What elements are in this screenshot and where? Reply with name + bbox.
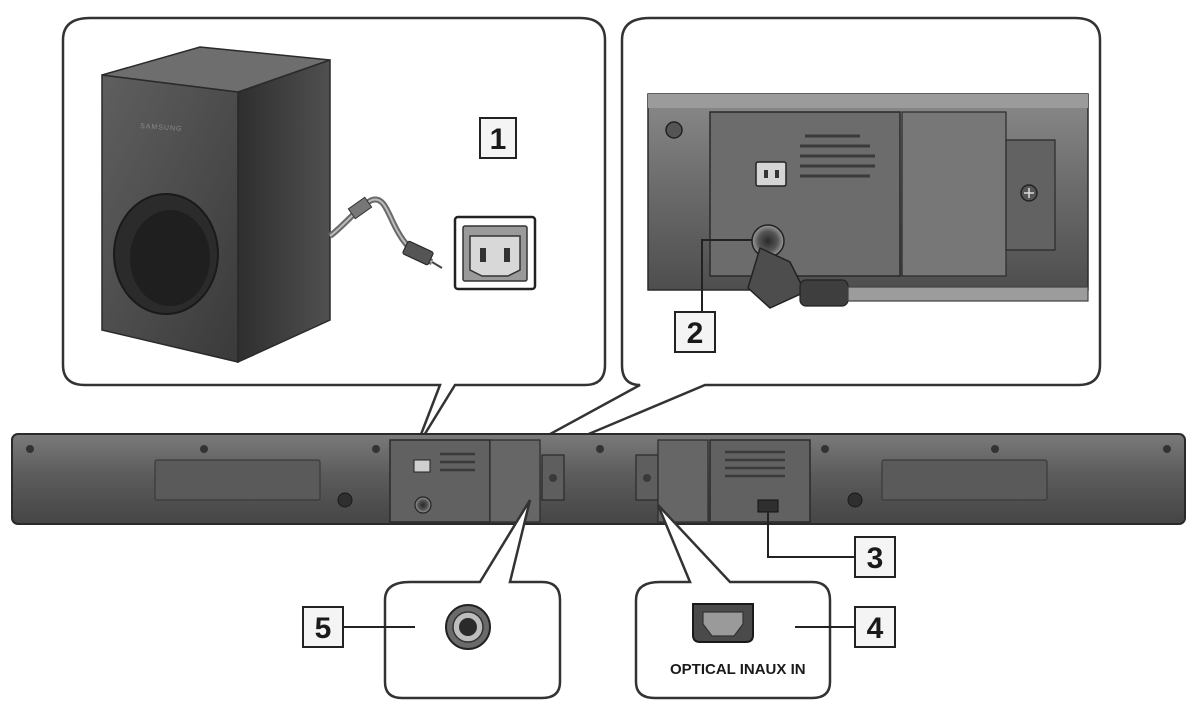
subwoofer-power-cord bbox=[328, 196, 443, 269]
soundbar-dc-jack bbox=[414, 496, 432, 514]
callout-3-number: 3 bbox=[867, 542, 884, 575]
callout-4: 4 bbox=[795, 606, 896, 648]
screw-icon bbox=[991, 445, 999, 453]
soundbar-vent-left bbox=[440, 452, 475, 472]
screw-icon bbox=[821, 445, 829, 453]
soundbar-service-port bbox=[757, 499, 779, 513]
dc-plug bbox=[747, 246, 807, 309]
screw-icon bbox=[200, 445, 208, 453]
screw-icon bbox=[596, 445, 604, 453]
soundbar bbox=[11, 433, 1186, 525]
dc-cable bbox=[847, 286, 1089, 302]
callout-2: 2 bbox=[674, 239, 752, 353]
soundbar-power-inlet bbox=[413, 459, 431, 473]
screw-icon bbox=[26, 445, 34, 453]
soundbar-closeup bbox=[647, 93, 1089, 309]
soundbar-vent-right bbox=[725, 450, 785, 478]
vent-grille bbox=[800, 134, 875, 178]
screw-icon bbox=[1163, 445, 1171, 453]
callout-2-number: 2 bbox=[687, 317, 704, 350]
optical-aux-caption: OPTICAL INAUX IN bbox=[670, 661, 806, 678]
optical-in-port bbox=[692, 603, 754, 643]
aux-inset-panel bbox=[383, 499, 562, 700]
power-inlet-port bbox=[453, 215, 537, 291]
small-inlet-icon bbox=[755, 161, 787, 187]
callout-3: 3 bbox=[767, 512, 896, 578]
callout-5: 5 bbox=[302, 606, 415, 648]
callout-1-number: 1 bbox=[490, 123, 507, 156]
power-plug bbox=[402, 240, 434, 266]
subwoofer-brand-label: SAMSUNG bbox=[140, 123, 183, 133]
callout-4-number: 4 bbox=[867, 612, 884, 645]
optical-inset-panel: OPTICAL INAUX IN bbox=[634, 504, 832, 700]
screw-icon bbox=[665, 121, 683, 139]
subwoofer: SAMSUNG bbox=[101, 46, 331, 364]
callout-1: 1 bbox=[479, 117, 517, 159]
callout-5-number: 5 bbox=[315, 612, 332, 645]
screw-icon bbox=[372, 445, 380, 453]
